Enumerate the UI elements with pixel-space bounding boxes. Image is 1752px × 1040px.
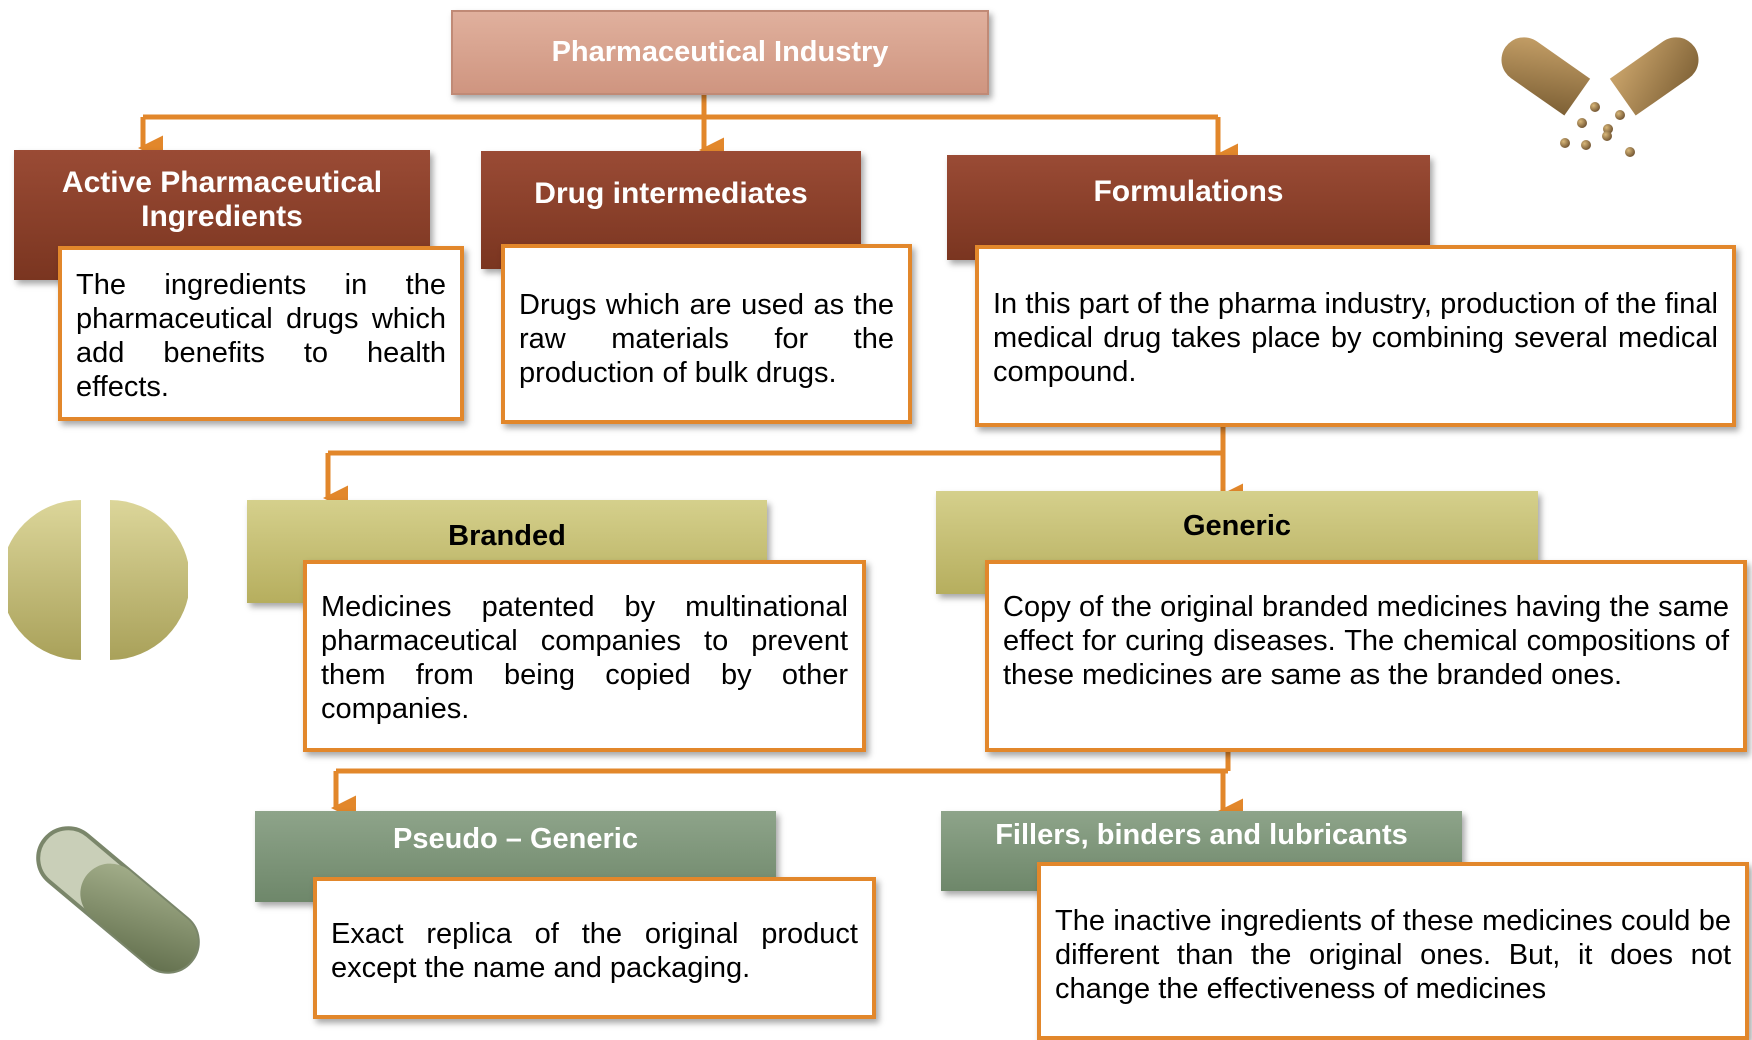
pseudo-generic-description-box: Exact replica of the original product ex… <box>313 877 876 1019</box>
fillers-title: Fillers, binders and lubricants <box>995 819 1408 851</box>
formulations-title: Formulations <box>1093 175 1284 208</box>
intermediates-description-box: Drugs which are used as the raw material… <box>501 244 912 424</box>
formulations-description: In this part of the pharma industry, pro… <box>993 288 1718 388</box>
root-box: Pharmaceutical Industry <box>451 10 989 95</box>
split-tablet-icon <box>8 500 188 660</box>
root-title: Pharmaceutical Industry <box>551 36 889 68</box>
branded-description: Medicines patented by multinational phar… <box>321 591 848 725</box>
formulations-header: Formulations <box>947 155 1430 260</box>
open-capsule-icon <box>1501 37 1699 157</box>
intermediates-description: Drugs which are used as the raw material… <box>519 289 894 389</box>
fillers-description-box: The inactive ingredients of these medici… <box>1037 862 1749 1040</box>
api-description-box: The ingredients in the pharmaceutical dr… <box>58 246 464 421</box>
fillers-description: The inactive ingredients of these medici… <box>1055 905 1731 1005</box>
pseudo-generic-title: Pseudo – Generic <box>393 823 638 855</box>
branded-title: Branded <box>448 520 566 552</box>
generic-title: Generic <box>1183 510 1291 542</box>
api-description: The ingredients in the pharmaceutical dr… <box>76 269 446 403</box>
generic-description-box: Copy of the original branded medicines h… <box>985 560 1747 752</box>
intermediates-title: Drug intermediates <box>534 177 808 210</box>
api-title: Active Pharmaceutical Ingredients <box>61 166 383 233</box>
capsule-pill-icon <box>36 826 200 974</box>
formulations-description-box: In this part of the pharma industry, pro… <box>975 245 1736 427</box>
pseudo-generic-description: Exact replica of the original product ex… <box>331 918 858 984</box>
generic-description: Copy of the original branded medicines h… <box>1003 591 1729 691</box>
branded-description-box: Medicines patented by multinational phar… <box>303 560 866 752</box>
